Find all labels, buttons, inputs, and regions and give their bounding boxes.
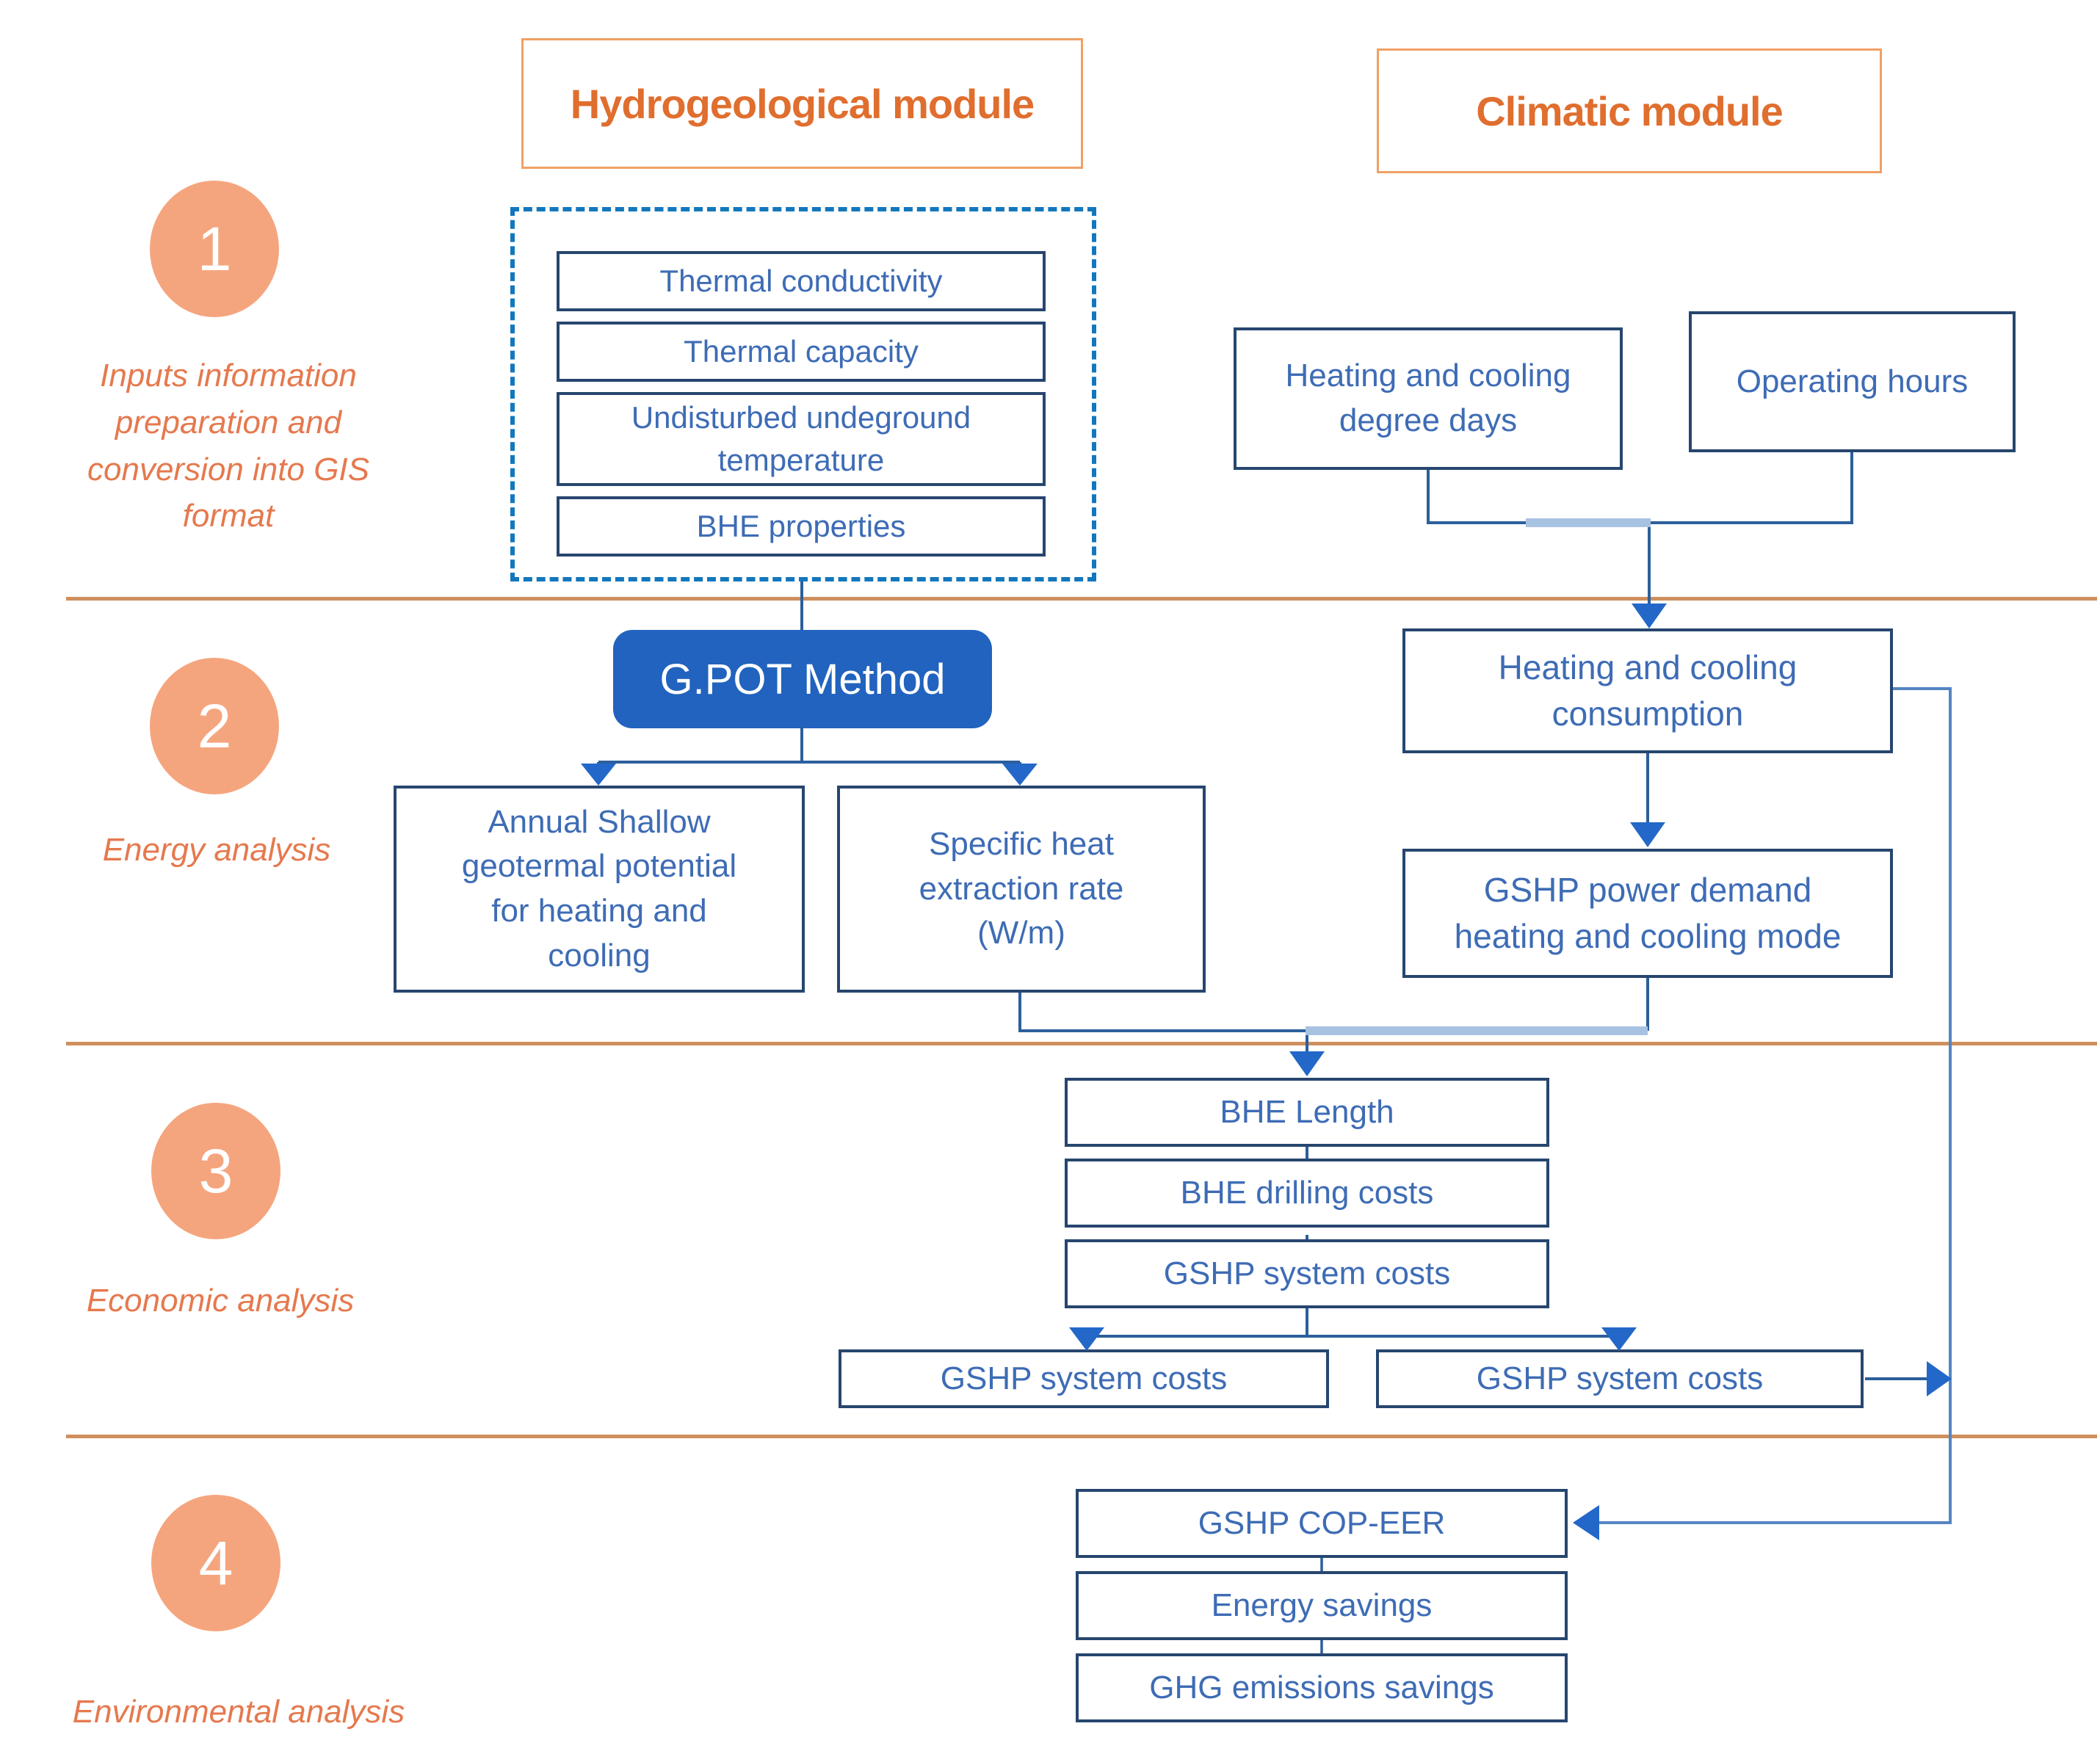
arrowhead-into-annual-potential — [581, 764, 616, 786]
phase-2-number: 2 — [197, 691, 232, 761]
phase-1-circle: 1 — [150, 181, 279, 317]
hydrogeological-module-header: Hydrogeological module — [521, 38, 1083, 169]
phase-4-label: Environmental analysis — [72, 1694, 405, 1730]
arrowhead-into-cop-eer — [1573, 1505, 1599, 1540]
phase-4-number: 4 — [198, 1528, 233, 1598]
energy-savings-box: Energy savings — [1076, 1571, 1568, 1640]
divider-phase-1-2 — [66, 597, 2097, 601]
input-thermal-conductivity: Thermal conductivity — [557, 251, 1046, 311]
input-thermal-capacity: Thermal capacity — [557, 322, 1046, 382]
specific-heat-rate-box: Specific heat extraction rate (W/m) — [837, 786, 1206, 993]
hydro-inputs-frame — [510, 207, 1096, 581]
annual-potential-box: Annual Shallow geotermal potential for h… — [394, 786, 805, 993]
connector-gpot-split — [597, 727, 1021, 766]
phase-2-label: Energy analysis — [102, 832, 331, 868]
gshp-system-costs-right-box: GSHP system costs — [1376, 1349, 1864, 1408]
gshp-system-costs-box: GSHP system costs — [1065, 1239, 1549, 1308]
arrowhead-into-bhe-length — [1289, 1051, 1325, 1076]
divider-phase-3-4 — [66, 1435, 2097, 1438]
input-degree-days: Heating and cooling degree days — [1234, 327, 1623, 470]
arrowhead-into-specific-heat — [1002, 764, 1038, 786]
ghg-savings-box: GHG emissions savings — [1076, 1653, 1568, 1722]
arrowhead-into-gshp-demand — [1630, 822, 1665, 847]
input-undisturbed-temperature: Undisturbed undeground temperature — [557, 392, 1046, 486]
hydrogeological-module-title: Hydrogeological module — [570, 80, 1035, 127]
arrowhead-costs-right — [1927, 1361, 1952, 1396]
gshp-cop-eer-box: GSHP COP-EER — [1076, 1489, 1568, 1558]
phase-1-label: Inputs information preparation and conve… — [87, 358, 369, 534]
bhe-length-box: BHE Length — [1065, 1078, 1549, 1147]
phase-2-circle: 2 — [150, 658, 279, 794]
phase-3-circle: 3 — [151, 1103, 280, 1239]
input-bhe-properties: BHE properties — [557, 496, 1046, 557]
connector-costs-split — [1085, 1308, 1621, 1339]
input-operating-hours: Operating hours — [1689, 311, 2016, 452]
gpot-method-box: G.POT Method — [613, 630, 992, 728]
phase-3-label: Economic analysis — [86, 1283, 355, 1319]
gshp-system-costs-left-box: GSHP system costs — [839, 1349, 1329, 1408]
arrowhead-into-costs-left — [1069, 1327, 1104, 1351]
gshp-demand-box: GSHP power demand heating and cooling mo… — [1402, 849, 1893, 978]
arrowhead-into-costs-right — [1601, 1327, 1637, 1351]
phase-4-circle: 4 — [151, 1495, 280, 1631]
phase-3-number: 3 — [198, 1136, 233, 1206]
climatic-module-title: Climatic module — [1476, 87, 1784, 134]
climatic-module-header: Climatic module — [1377, 48, 1882, 173]
arrowhead-into-consumption — [1632, 603, 1667, 628]
phase-1-number: 1 — [197, 214, 232, 283]
consumption-box: Heating and cooling consumption — [1402, 628, 1893, 753]
bhe-drilling-costs-box: BHE drilling costs — [1065, 1159, 1549, 1228]
connector-climatic-merge-dark — [1427, 452, 1853, 606]
divider-phase-2-3 — [66, 1042, 2097, 1045]
